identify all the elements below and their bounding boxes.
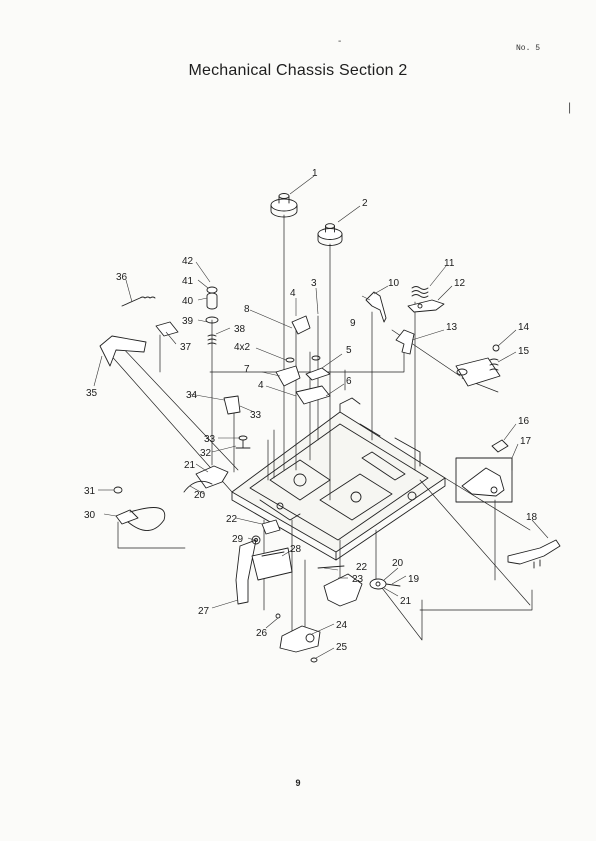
callout-31: 31: [84, 486, 96, 497]
callout-21-left: 21: [184, 460, 196, 471]
callout-13: 13: [446, 322, 458, 333]
callout-17: 17: [520, 436, 532, 447]
part-26-pin: [276, 614, 280, 618]
part-16-clip: [492, 440, 508, 452]
part-35-bracket: [100, 336, 146, 366]
callout-24: 24: [336, 620, 348, 631]
callout-34: 34: [186, 390, 198, 401]
callout-33-lower: 33: [250, 410, 262, 421]
callout-21-right: 21: [400, 596, 412, 607]
callout-7: 7: [244, 364, 250, 375]
callout-25: 25: [336, 642, 348, 653]
callout-30: 30: [84, 510, 96, 521]
callout-4-lower: 4: [258, 380, 264, 391]
callout-4x2: 4x2: [234, 342, 251, 353]
callout-16: 16: [518, 416, 530, 427]
part-36-spring: [122, 297, 155, 306]
part-18-lever: [508, 540, 560, 568]
callout-22-right: 22: [356, 562, 368, 573]
callout-2: 2: [362, 198, 368, 209]
part-19-20-21-pulley: [370, 579, 400, 589]
callout-10: 10: [388, 278, 400, 289]
part-34-clip: [224, 396, 240, 414]
callout-15: 15: [518, 346, 530, 357]
callout-38: 38: [234, 324, 246, 335]
callout-32: 32: [200, 448, 212, 459]
part-15-solenoid: [456, 358, 500, 386]
callout-20-right: 20: [392, 558, 404, 569]
part-27-lever: [236, 540, 256, 604]
callout-18: 18: [526, 512, 538, 523]
part-17-assembly-box: [456, 458, 512, 502]
part-11-spring: [412, 287, 428, 298]
callout-22-left: 22: [226, 514, 238, 525]
callout-33-top: 33: [204, 434, 216, 445]
callout-28: 28: [290, 544, 302, 555]
part-8-lever: [292, 316, 310, 334]
callout-27: 27: [198, 606, 210, 617]
part-22-bracket: [262, 520, 280, 534]
part-38-42-stack: [206, 287, 218, 344]
callout-23: 23: [352, 574, 364, 585]
callout-42: 42: [182, 256, 194, 267]
callout-labels: 1 2 3 4 4x2 4 5 6 7 8 9 10 11 12 13 14 1…: [84, 168, 538, 653]
callout-3: 3: [311, 278, 317, 289]
callout-41: 41: [182, 276, 194, 287]
part-9-10-lever: [366, 292, 386, 322]
callout-6: 6: [346, 376, 352, 387]
reel-table-1: [271, 194, 297, 218]
callout-20-left: 20: [194, 490, 206, 501]
callout-36: 36: [116, 272, 128, 283]
callout-26: 26: [256, 628, 268, 639]
part-28-slide-plate: [252, 548, 292, 580]
callout-39: 39: [182, 316, 194, 327]
callout-37: 37: [180, 342, 192, 353]
part-25-washer: [311, 658, 317, 662]
part-13-bracket: [396, 330, 414, 354]
callout-1: 1: [312, 168, 318, 179]
callout-9: 9: [350, 318, 356, 329]
leader-lines: [94, 176, 548, 658]
callout-29: 29: [232, 534, 244, 545]
callout-5: 5: [346, 345, 352, 356]
part-24-bracket: [280, 626, 320, 652]
callout-8: 8: [244, 304, 250, 315]
part-12-lever: [408, 300, 444, 312]
callout-11: 11: [444, 258, 455, 269]
reel-table-2: [318, 224, 342, 246]
callout-40: 40: [182, 296, 194, 307]
part-37-bracket: [156, 322, 178, 336]
callout-12: 12: [454, 278, 466, 289]
callout-19: 19: [408, 574, 420, 585]
page-number: 9: [0, 778, 596, 788]
callout-14: 14: [518, 322, 530, 333]
callout-35: 35: [86, 388, 98, 399]
part-30-31-belt-assembly: [114, 487, 165, 531]
callout-4-top: 4: [290, 288, 296, 299]
